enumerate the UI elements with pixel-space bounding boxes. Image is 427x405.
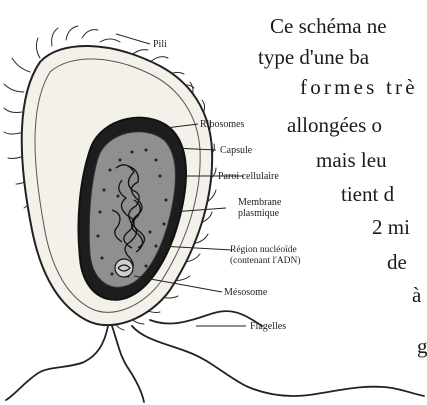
paragraph-line: g — [417, 336, 427, 357]
paragraph-line: mais leu — [316, 150, 387, 171]
paragraph-line: à — [412, 285, 421, 306]
paragraph-line: formes trè — [300, 77, 418, 98]
label-region-line1: Région nucléoïde — [230, 245, 297, 255]
paragraph-line: type d'une ba — [258, 47, 369, 68]
label-membrane-line1: Membrane — [238, 197, 282, 208]
label-flagelles: Flagelles — [250, 321, 286, 332]
paragraph-line: Ce schéma ne — [270, 16, 387, 37]
label-mesosome: Mésosome — [224, 287, 268, 298]
label-membrane-line2: plasmique — [238, 208, 280, 219]
label-paroi-cellulaire: Paroi cellulaire — [218, 171, 279, 182]
paragraph-line: allongées o — [287, 115, 382, 136]
label-capsule: Capsule — [220, 145, 253, 156]
flagella — [6, 311, 424, 402]
mesosome — [115, 259, 133, 277]
paragraph-line: 2 mi — [372, 217, 410, 238]
label-ribosomes: Ribosomes — [200, 119, 245, 130]
label-pili: Pili — [153, 39, 167, 50]
paragraph-line: de — [387, 252, 407, 273]
label-region-line2: (contenant l'ADN) — [230, 255, 301, 266]
paragraph-line: tient d — [341, 184, 394, 205]
